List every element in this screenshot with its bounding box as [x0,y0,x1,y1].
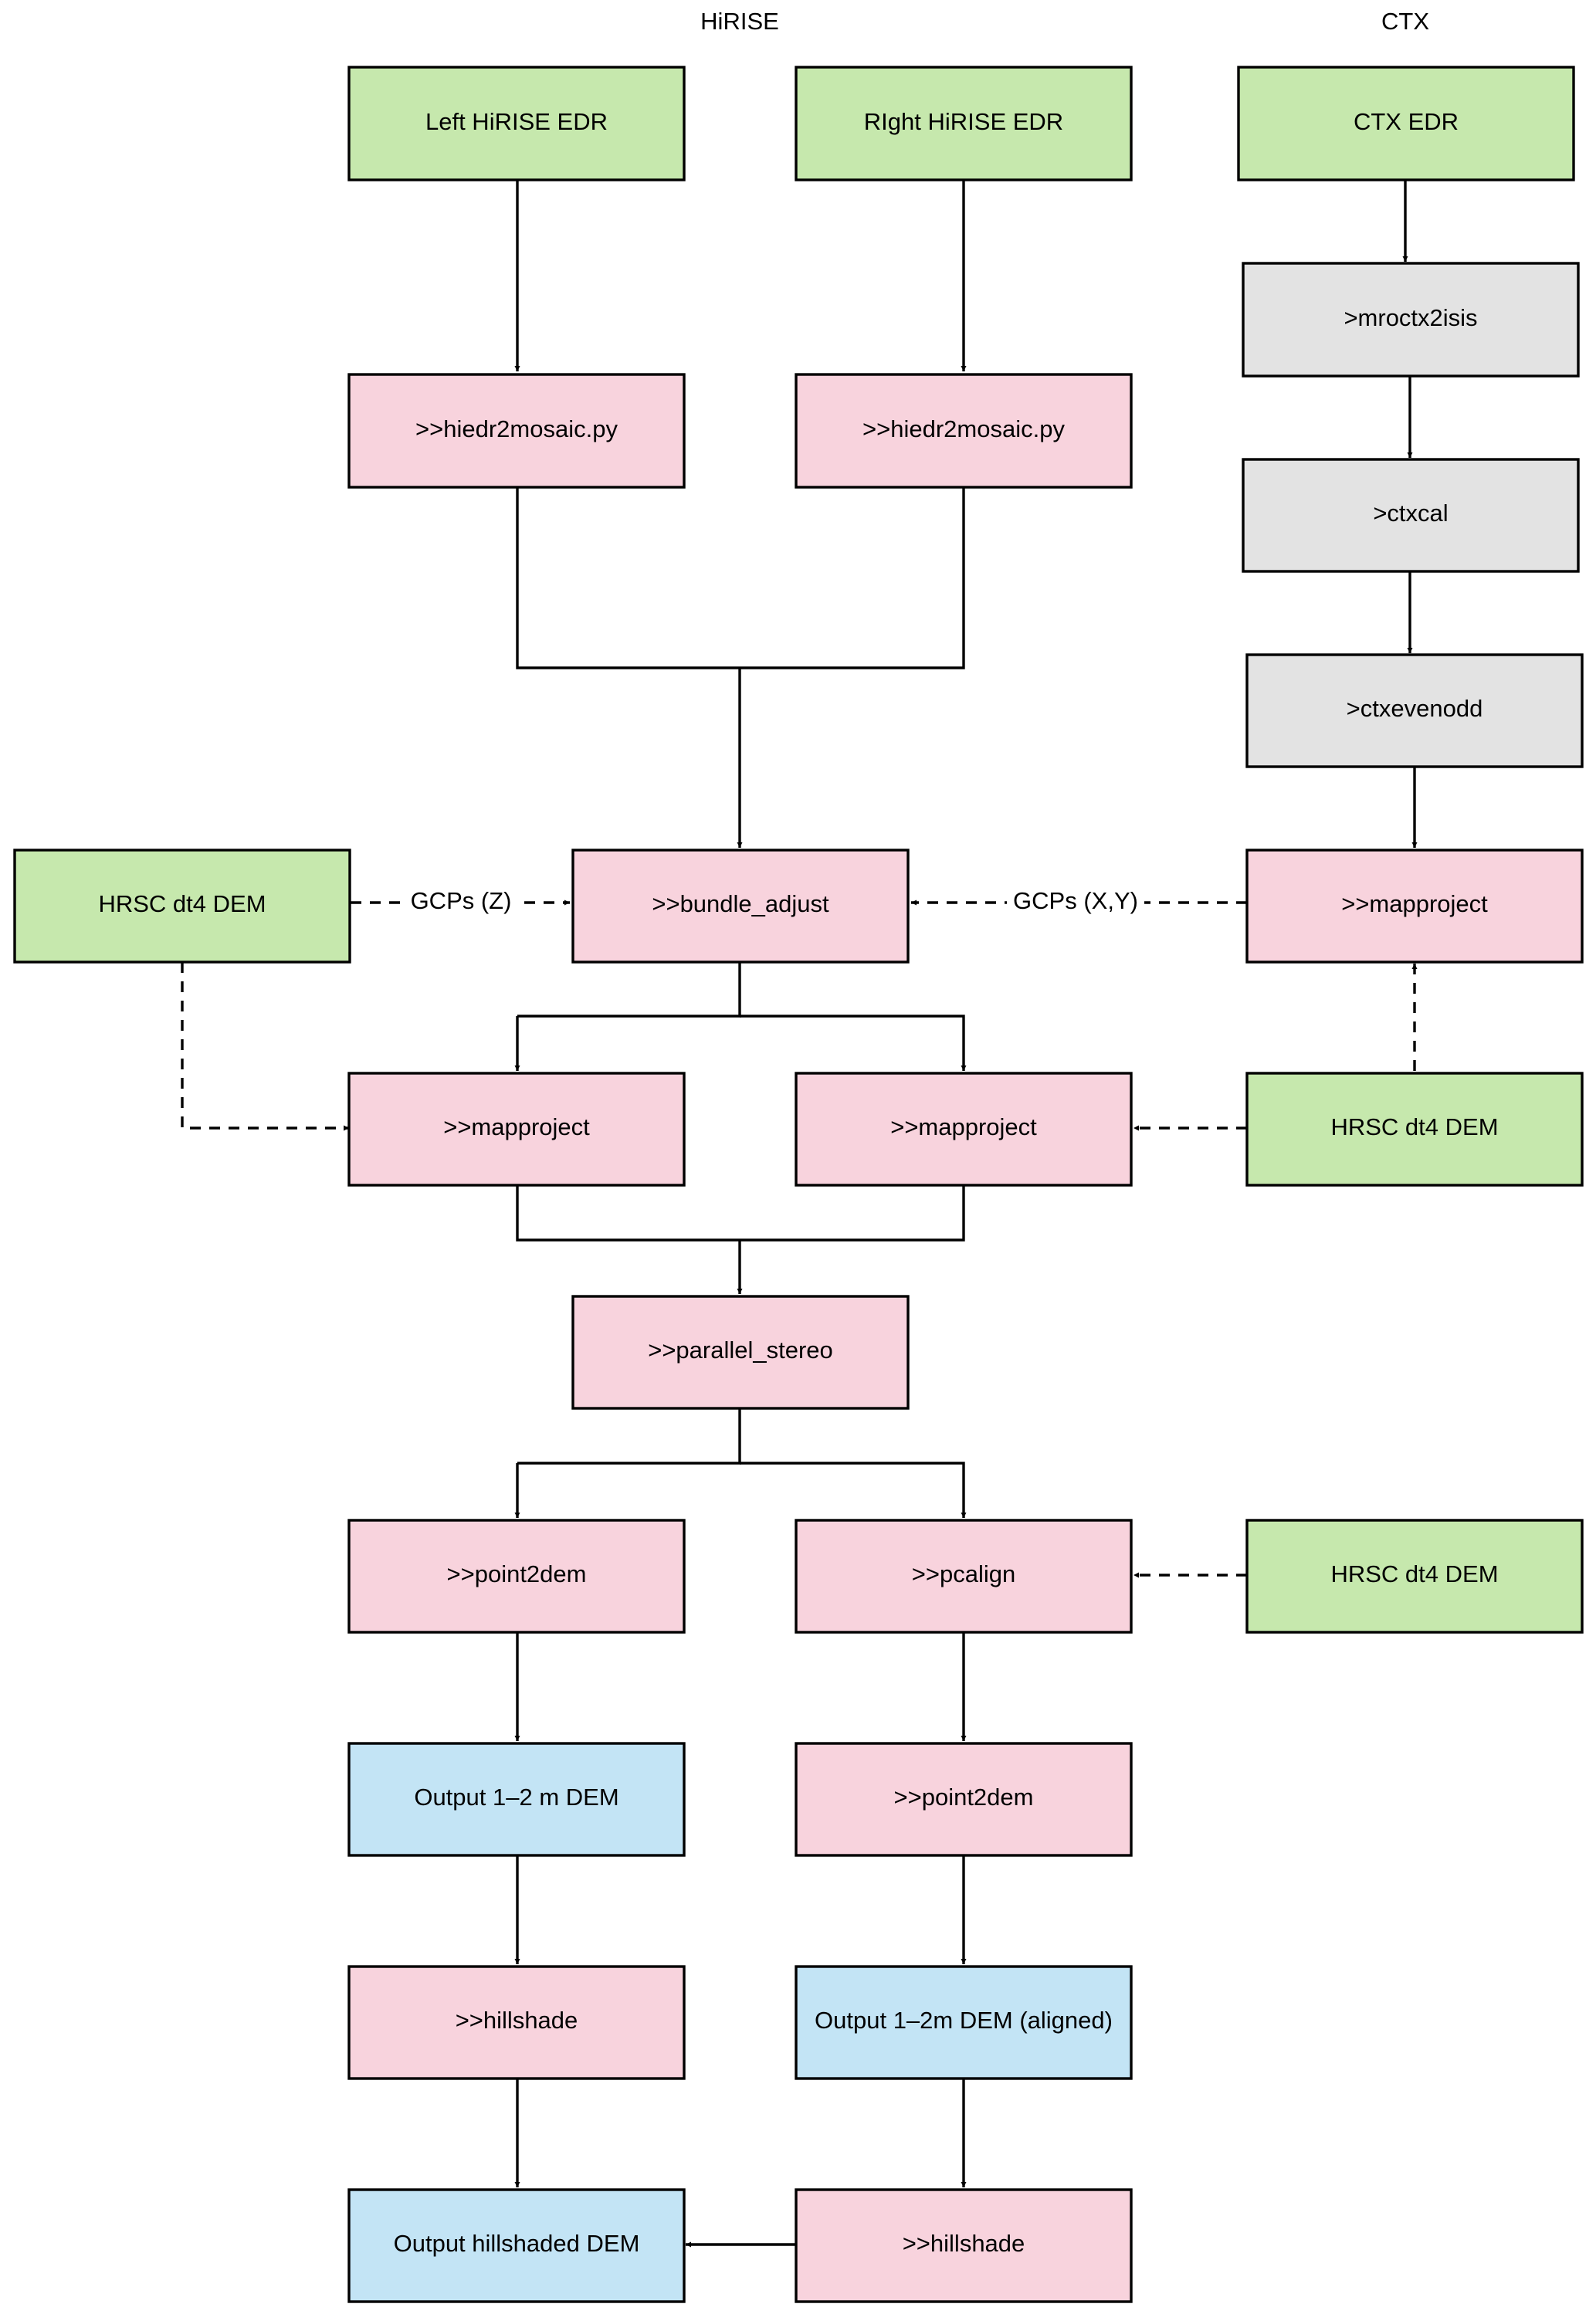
column-header-hirise: HiRISE [700,8,779,35]
svg-text:HRSC dt4 DEM: HRSC dt4 DEM [98,890,266,917]
edge-hrsc-to-mapproject-left [181,962,349,1131]
svg-text:>ctxevenodd: >ctxevenodd [1347,695,1483,722]
edge-mapproject-merge [516,1185,965,1242]
svg-text:>>mapproject: >>mapproject [443,1113,590,1140]
svg-text:Output 1–2 m DEM: Output 1–2 m DEM [414,1784,618,1811]
node-ctxevenodd: >ctxevenodd [1245,653,1584,768]
node-point2dem-right: >>point2dem [795,1742,1133,1857]
node-hiedr2mosaic-left: >>hiedr2mosaic.py [347,373,686,489]
svg-text:>>hiedr2mosaic.py: >>hiedr2mosaic.py [862,415,1065,442]
svg-text:>>hiedr2mosaic.py: >>hiedr2mosaic.py [415,415,618,442]
svg-text:>>bundle_adjust: >>bundle_adjust [652,890,829,917]
svg-text:>>hillshade: >>hillshade [903,2230,1025,2257]
node-hrsc-dt4-dem-left: HRSC dt4 DEM [13,849,351,964]
svg-text:>>point2dem: >>point2dem [894,1784,1034,1811]
node-mapproject-right: >>mapproject [795,1072,1133,1187]
svg-text:Left HiRISE EDR: Left HiRISE EDR [425,108,608,135]
svg-text:Output hillshaded DEM: Output hillshaded DEM [394,2230,640,2257]
node-ctx-edr: CTX EDR [1237,66,1575,181]
node-output-dem-aligned: Output 1–2m DEM (aligned) [795,1965,1133,2080]
node-hiedr2mosaic-right: >>hiedr2mosaic.py [795,373,1133,489]
svg-text:>mroctx2isis: >mroctx2isis [1344,304,1477,331]
svg-text:HRSC dt4 DEM: HRSC dt4 DEM [1330,1113,1498,1140]
edge-parallel-stereo-split [517,1408,741,1465]
svg-text:>>mapproject: >>mapproject [890,1113,1037,1140]
node-hillshade-left: >>hillshade [347,1965,686,2080]
node-hrsc-dt4-dem-mid: HRSC dt4 DEM [1245,1072,1584,1187]
node-output-dem: Output 1–2 m DEM [347,1742,686,1857]
node-mapproject-left: >>mapproject [347,1072,686,1187]
node-pcalign: >>pcalign [795,1519,1133,1634]
node-parallel-stereo: >>parallel_stereo [571,1295,910,1410]
edge-split-to-pcalign [740,1462,967,1518]
edge-label-gcps-xy: GCPs (X,Y) [1013,887,1138,914]
svg-text:>>hillshade: >>hillshade [456,2007,578,2034]
node-left-hirise-edr: Left HiRISE EDR [347,66,686,181]
edge-hiedr-merge [516,487,965,669]
edges-solid [514,180,1418,2248]
node-bundle-adjust: >>bundle_adjust [571,849,910,964]
svg-text:RIght HiRISE EDR: RIght HiRISE EDR [864,108,1063,135]
svg-text:CTX EDR: CTX EDR [1354,108,1459,135]
edge-split-to-mapproject-right [740,1015,967,1071]
svg-text:>>parallel_stereo: >>parallel_stereo [648,1337,833,1364]
edge-bundle-adjust-split [517,962,741,1018]
node-ctxcal: >ctxcal [1242,458,1580,573]
node-output-hillshaded-dem: Output hillshaded DEM [347,2188,686,2303]
svg-text:>>point2dem: >>point2dem [447,1560,587,1587]
svg-text:>>mapproject: >>mapproject [1341,890,1488,917]
node-mapproject-ctx: >>mapproject [1245,849,1584,964]
svg-text:>>pcalign: >>pcalign [912,1560,1015,1587]
edges-dashed [181,900,1418,1578]
node-right-hirise-edr: RIght HiRISE EDR [795,66,1133,181]
svg-text:>ctxcal: >ctxcal [1373,500,1448,527]
node-mroctx2isis: >mroctx2isis [1242,262,1580,378]
node-point2dem-left: >>point2dem [347,1519,686,1634]
node-hrsc-dt4-dem-bottom: HRSC dt4 DEM [1245,1519,1584,1634]
edge-label-gcps-z: GCPs (Z) [411,887,512,914]
node-hillshade-right: >>hillshade [795,2188,1133,2303]
svg-text:HRSC dt4 DEM: HRSC dt4 DEM [1330,1560,1498,1587]
svg-text:Output 1–2m DEM (aligned): Output 1–2m DEM (aligned) [815,2007,1113,2034]
column-header-ctx: CTX [1381,8,1429,35]
